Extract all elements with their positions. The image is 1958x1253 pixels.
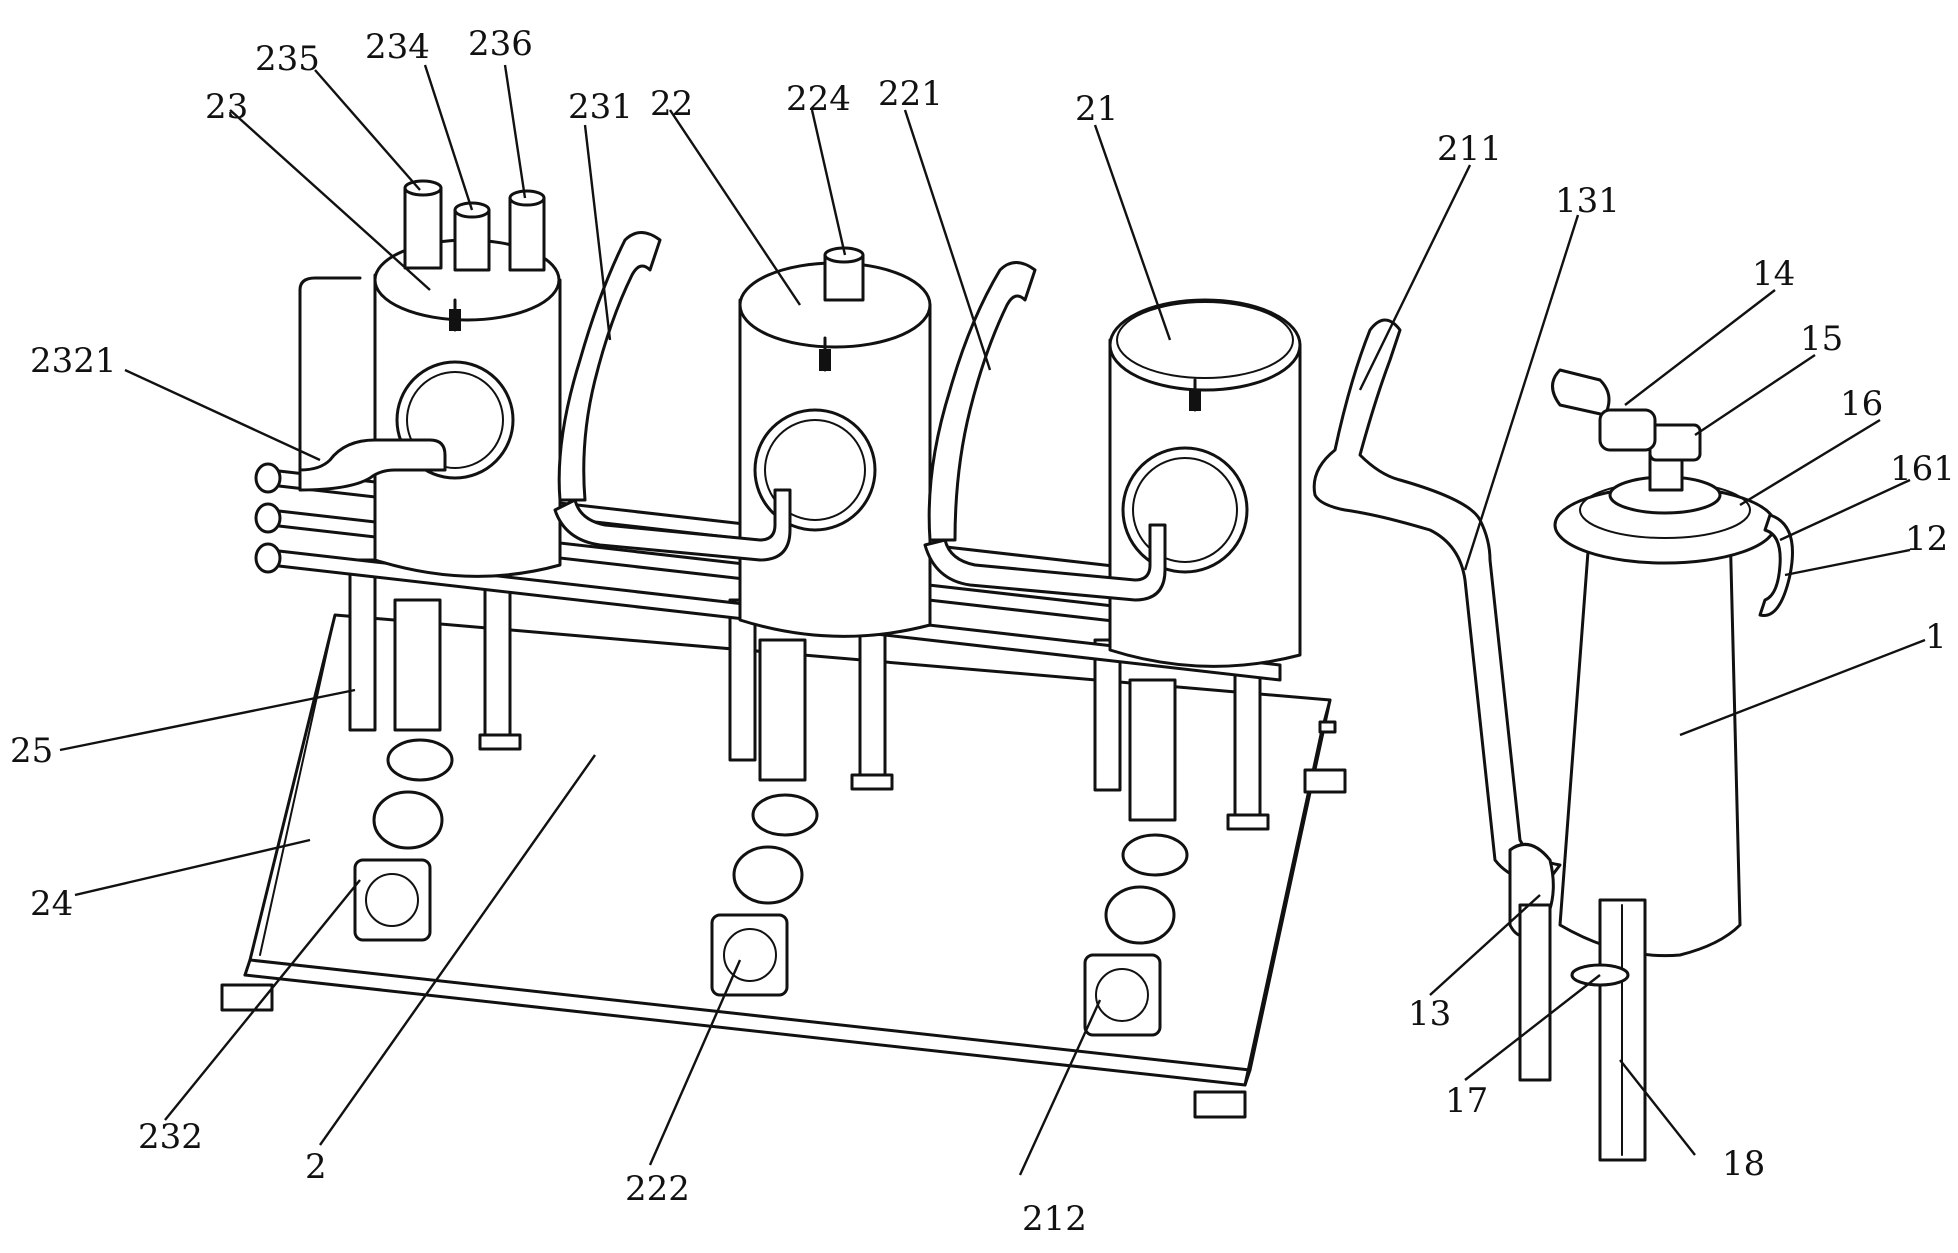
label-17: 17: [1445, 1081, 1488, 1121]
label-221: 221: [878, 74, 943, 114]
tank-22: [553, 231, 932, 638]
label-16: 16: [1840, 384, 1883, 424]
tank-23: [298, 179, 562, 578]
riser-211: [1312, 318, 1562, 887]
label-235: 235: [255, 39, 320, 79]
label-25: 25: [10, 731, 53, 771]
label-21: 21: [1075, 89, 1118, 129]
label-24: 24: [30, 884, 73, 924]
label-22: 22: [650, 84, 693, 124]
label-222: 222: [625, 1169, 690, 1209]
pump-line-212: [1083, 678, 1189, 1037]
label-23: 23: [205, 87, 248, 127]
label-2321: 2321: [30, 341, 117, 381]
pump-line-222: [710, 638, 819, 997]
label-211: 211: [1437, 129, 1502, 169]
label-14: 14: [1752, 254, 1795, 294]
label-224: 224: [786, 79, 851, 119]
label-13: 13: [1408, 994, 1451, 1034]
label-212: 212: [1022, 1199, 1087, 1239]
pump-line-232: [353, 598, 454, 942]
leader-lines: [59, 64, 1926, 1176]
label-12: 12: [1905, 519, 1948, 559]
label-236: 236: [468, 24, 533, 64]
label-231: 231: [568, 87, 633, 127]
label-15: 15: [1800, 319, 1843, 359]
label-232: 232: [138, 1117, 203, 1157]
reference-labels: 235 234 236 23 231 22 224 221 21 211 131…: [10, 24, 1955, 1239]
label-161: 161: [1890, 449, 1955, 489]
label-1: 1: [1925, 617, 1947, 657]
tank-21: [923, 261, 1302, 668]
label-18: 18: [1722, 1144, 1765, 1184]
label-234: 234: [365, 27, 430, 67]
separator-1: [1508, 368, 1794, 1162]
label-131: 131: [1555, 181, 1620, 221]
label-2: 2: [305, 1147, 327, 1187]
